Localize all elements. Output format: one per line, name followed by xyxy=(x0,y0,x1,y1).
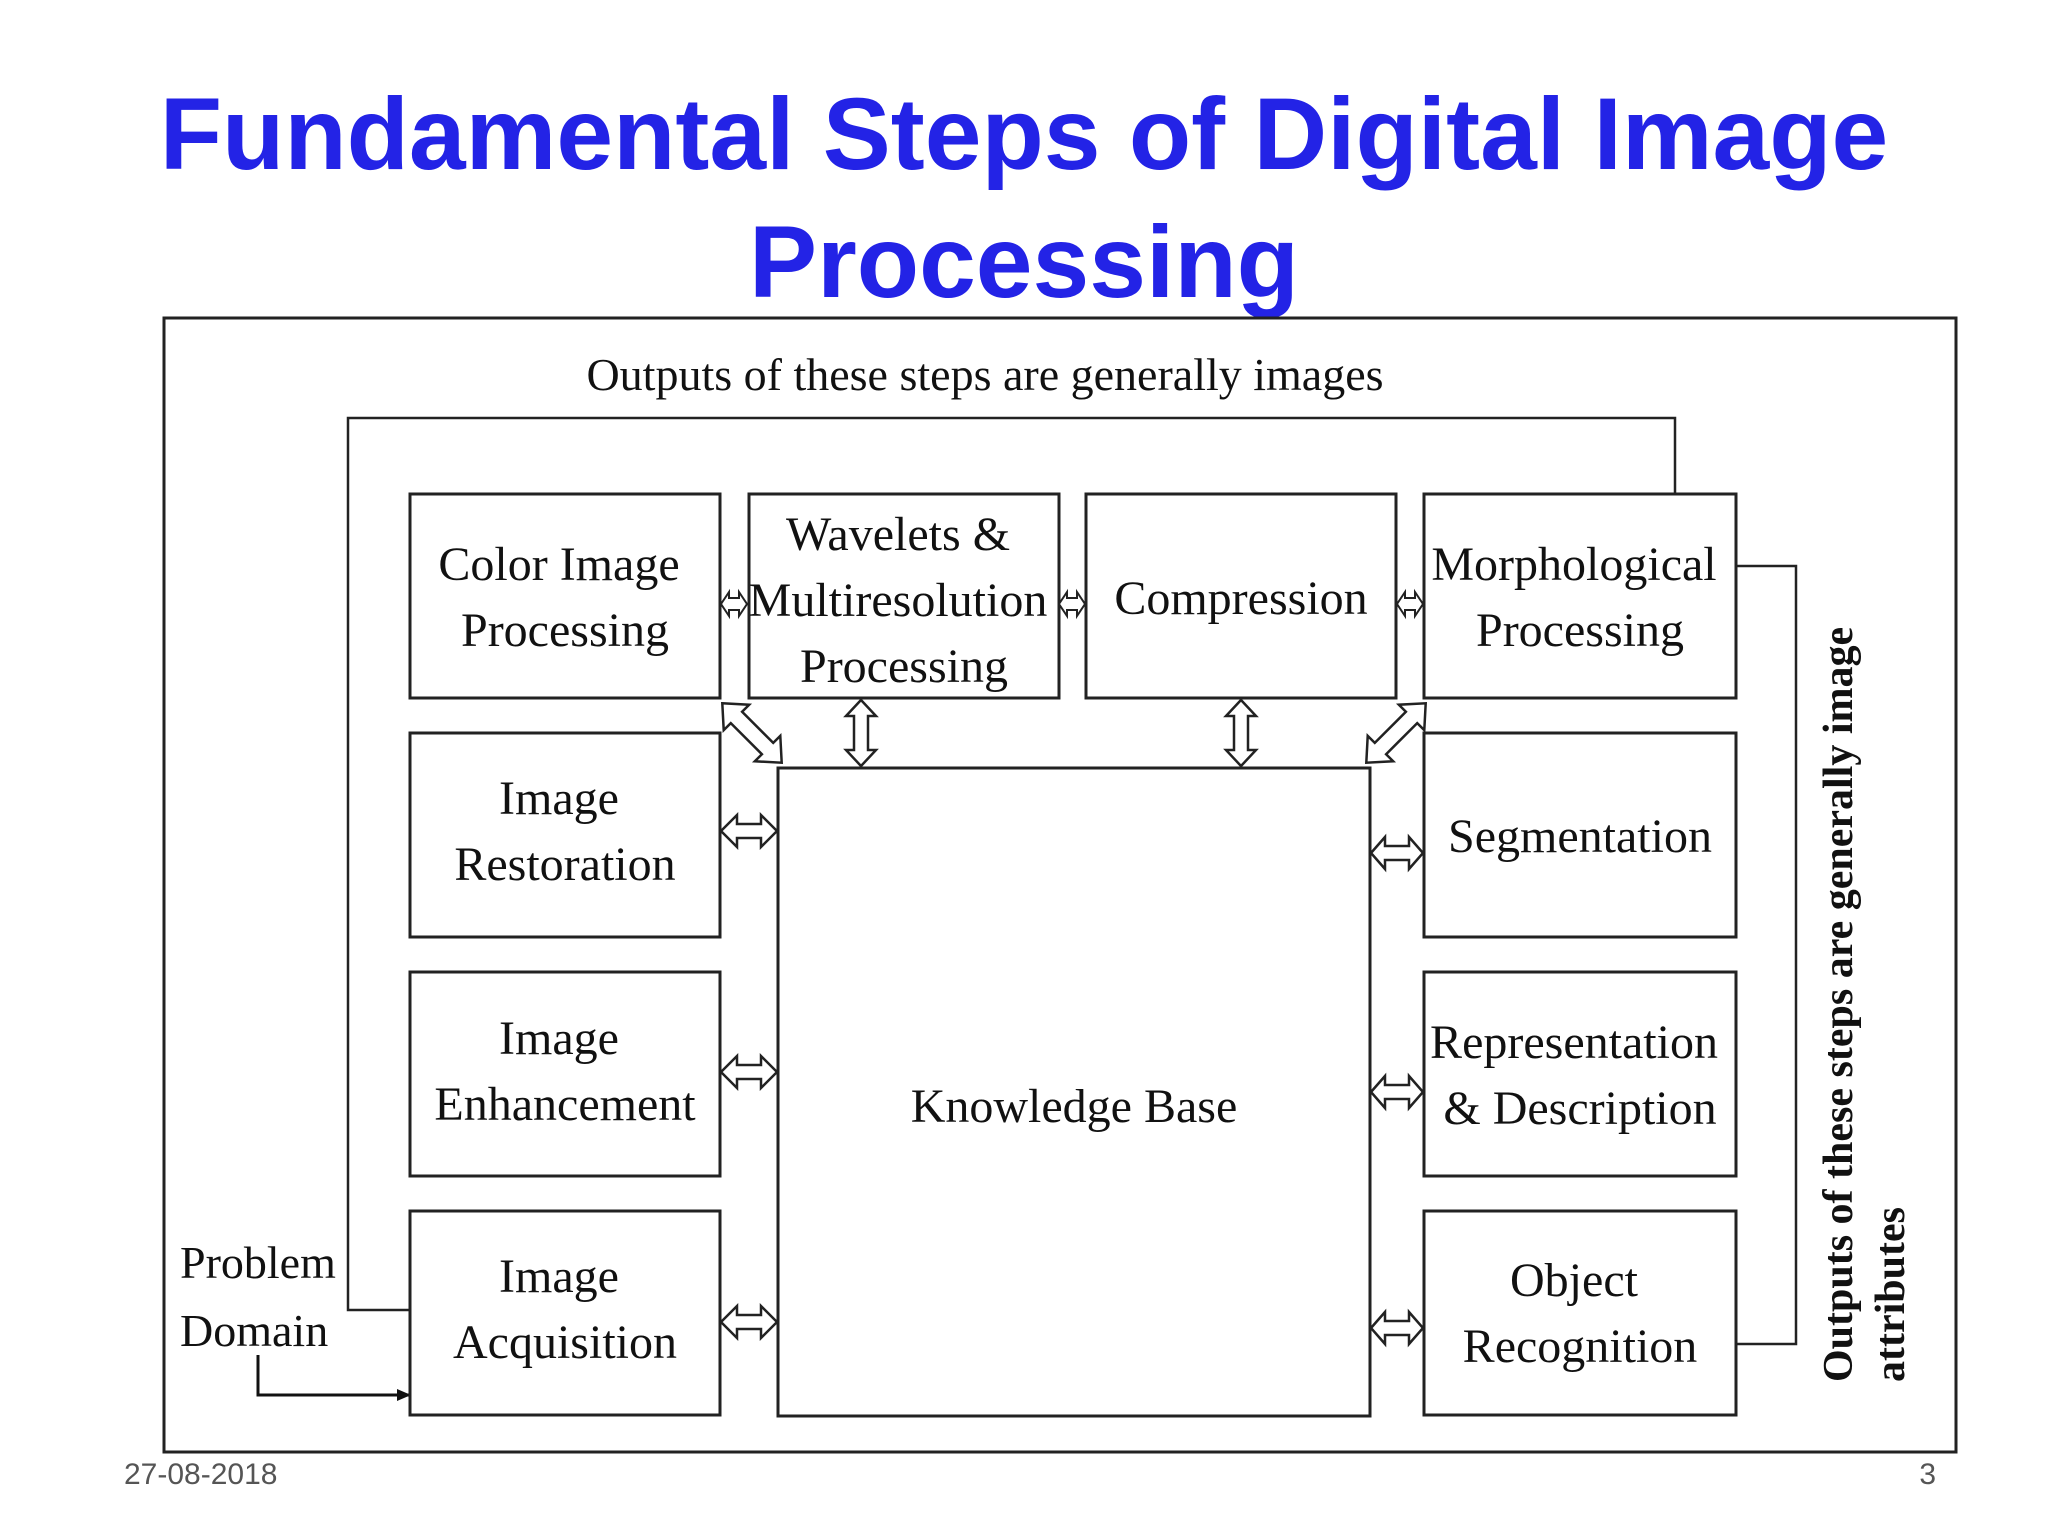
acquisition-line-1: Image xyxy=(499,1250,619,1303)
side-output-line xyxy=(1737,564,1798,1346)
svg-text:Object Recognition: Object Recognition xyxy=(1463,1254,1698,1373)
box-morphological: Morphological Processing xyxy=(1422,492,1738,700)
box-object-recognition: Object Recognition xyxy=(1422,1209,1738,1417)
morph-line-2: Processing xyxy=(1476,604,1684,657)
top-feedback-line xyxy=(346,416,1677,1312)
arrow-kb-color xyxy=(720,701,784,765)
wavelets-line-1: Wavelets & xyxy=(786,508,1010,561)
svg-text:Wavelets & Multiresoluti: Wavelets & Multiresolution Processing xyxy=(749,508,1060,693)
svg-text:Representation & Descrip: Representation & Description xyxy=(1430,1016,1730,1135)
knowledge-base-box xyxy=(776,766,1372,1418)
side-output-label-line-2: attributes xyxy=(1868,1207,1914,1382)
problem-domain-label: Problem Domain xyxy=(180,1237,347,1356)
restoration-line-1: Image xyxy=(499,772,619,825)
box-compression: Compression xyxy=(1084,492,1398,700)
svg-text:Segmentation: Segmentation xyxy=(1448,810,1712,863)
arrow-kb-recognition xyxy=(1369,1308,1425,1348)
representation-line-2: & Description xyxy=(1443,1082,1716,1135)
knowledge-base-label: Knowledge Base xyxy=(911,1080,1238,1133)
restoration-line-2: Restoration xyxy=(454,838,675,891)
box-image-enhancement: Image Enhancement xyxy=(408,970,722,1178)
representation-line-1: Representation xyxy=(1430,1016,1718,1069)
arrow-compression-morph xyxy=(1395,588,1425,620)
svg-text:Color Image Processing: Color Image Processing xyxy=(438,538,691,657)
svg-text:Image Enhancement: Image Enhancement xyxy=(434,1012,696,1131)
outer-frame xyxy=(162,316,1958,1454)
wavelets-line-2: Multiresolution xyxy=(749,574,1048,627)
svg-text:Morphological Processing: Morphological Processing xyxy=(1431,538,1728,657)
problem-domain-line-2: Domain xyxy=(180,1305,328,1356)
box-image-restoration: Image Restoration xyxy=(408,731,722,939)
arrow-kb-compression xyxy=(1223,698,1259,768)
recognition-line-2: Recognition xyxy=(1463,1320,1698,1373)
arrow-kb-segmentation xyxy=(1369,833,1425,873)
side-output-label-line-1: Outputs of these steps are generally ima… xyxy=(1816,627,1862,1382)
arrow-kb-representation xyxy=(1369,1072,1425,1112)
box-segmentation: Segmentation xyxy=(1422,731,1738,939)
morph-line-1: Morphological xyxy=(1431,538,1716,591)
side-output-label: Outputs of these steps are generally ima… xyxy=(1816,616,1914,1382)
box-image-acquisition: Image Acquisition xyxy=(408,1209,722,1417)
color-line-2: Processing xyxy=(461,604,669,657)
box-representation: Representation & Description xyxy=(1422,970,1738,1178)
problem-domain-line-1: Problem xyxy=(180,1237,336,1288)
svg-text:Compression: Compression xyxy=(1114,572,1367,625)
title-line-2: Processing xyxy=(749,205,1299,319)
arrow-color-wavelets xyxy=(719,588,749,620)
box-wavelets: Wavelets & Multiresolution Processing xyxy=(747,492,1061,700)
color-line-1: Color Image xyxy=(438,538,679,591)
arrow-wavelets-compression xyxy=(1057,588,1087,620)
svg-text:Image Acquisition: Image Acquisition xyxy=(453,1250,677,1369)
footer-page-number: 3 xyxy=(1919,1458,1936,1491)
wavelets-line-3: Processing xyxy=(800,640,1008,693)
svg-text:Image Restoration: Image Restoration xyxy=(454,772,675,891)
footer-date: 27-08-2018 xyxy=(124,1458,278,1491)
recognition-line-1: Object xyxy=(1510,1254,1639,1307)
enhancement-line-1: Image xyxy=(499,1012,619,1065)
title-line-1: Fundamental Steps of Digital Image xyxy=(159,77,1889,191)
top-output-label: Outputs of these steps are generally ima… xyxy=(586,349,1383,400)
problem-domain-arrow xyxy=(256,1355,411,1401)
arrow-kb-morphological xyxy=(1364,701,1428,765)
arrow-kb-wavelets xyxy=(843,698,879,768)
arrow-kb-enhancement xyxy=(719,1052,779,1092)
arrow-kb-restoration xyxy=(719,811,779,851)
slide-title: Fundamental Steps of Digital Image Proce… xyxy=(0,70,2048,326)
compression-line-1: Compression xyxy=(1114,572,1367,625)
acquisition-line-2: Acquisition xyxy=(453,1316,677,1369)
enhancement-line-2: Enhancement xyxy=(434,1078,696,1131)
segmentation-line-1: Segmentation xyxy=(1448,810,1712,863)
arrow-kb-acquisition xyxy=(719,1302,779,1342)
box-color-image-processing: Color Image Processing xyxy=(408,492,722,700)
